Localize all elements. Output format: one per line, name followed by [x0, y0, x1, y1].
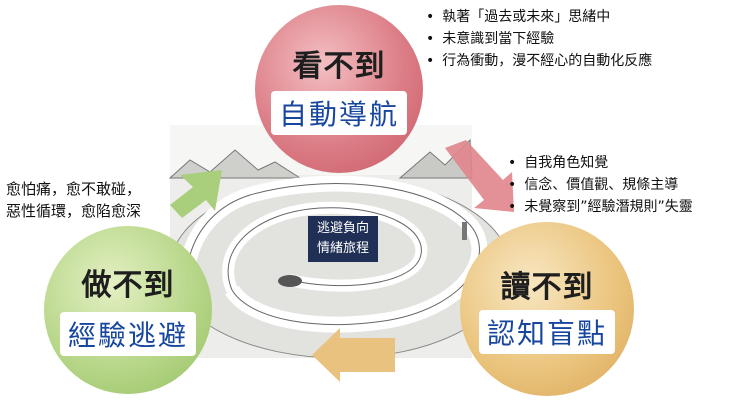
bullet-item: 自我角色知覺: [508, 152, 693, 174]
bullets-blindspot: 自我角色知覺 信念、價值觀、規條主導 未覺察到”經驗潛規則”失靈: [508, 152, 693, 218]
spiral-road-inner-edge: [227, 207, 422, 291]
circle-label-experiential-avoidance: 經驗逃避: [59, 312, 197, 356]
bullet-item: 未意識到當下經驗: [426, 28, 652, 50]
arrow-left-to-top: [170, 170, 222, 218]
vicious-cycle-text: 愈怕痛，愈不敢碰， 惡性循環，愈陷愈深: [6, 178, 141, 222]
center-label-line: 情緒旅程: [316, 241, 369, 256]
spiral-road-edge: [186, 183, 480, 331]
bullet-item: 行為衝動，漫不經心的自動化反應: [426, 50, 652, 72]
bullet-item: 執著「過去或未來」思緒中: [426, 6, 652, 28]
text-line: 惡性循環，愈陷愈深: [6, 202, 142, 220]
arrow-top-to-right: [445, 140, 514, 212]
circle-label-autopilot: 自動導航: [270, 91, 408, 135]
circle-autopilot: 看不到 自動導航: [255, 5, 423, 173]
cactus: [462, 222, 467, 240]
circle-experiential-avoidance: 做不到 經驗逃避: [44, 226, 212, 394]
bullet-item: 信念、價值觀、規條主導: [508, 174, 693, 196]
bullet-item: 未覺察到”經驗潛規則”失靈: [508, 196, 693, 218]
bullets-autopilot: 執著「過去或未來」思緒中 未意識到當下經驗 行為衝動，漫不經心的自動化反應: [426, 6, 652, 72]
center-label-line: 逃避負向: [316, 221, 369, 236]
text-line: 愈怕痛，愈不敢碰，: [6, 180, 142, 198]
center-label: 逃避負向 情緒旅程: [308, 216, 378, 262]
arrow-right-to-left: [312, 328, 395, 382]
circle-title-cant-do: 做不到: [81, 268, 175, 303]
car: [278, 275, 302, 287]
circle-label-cognitive-blindspot: 認知盲點: [478, 310, 616, 354]
circle-title-cant-see: 看不到: [292, 49, 386, 84]
circle-cognitive-blindspot: 讀不到 認知盲點: [460, 222, 634, 396]
circle-title-cant-read: 讀不到: [500, 270, 594, 305]
mountains-left: [168, 149, 302, 179]
